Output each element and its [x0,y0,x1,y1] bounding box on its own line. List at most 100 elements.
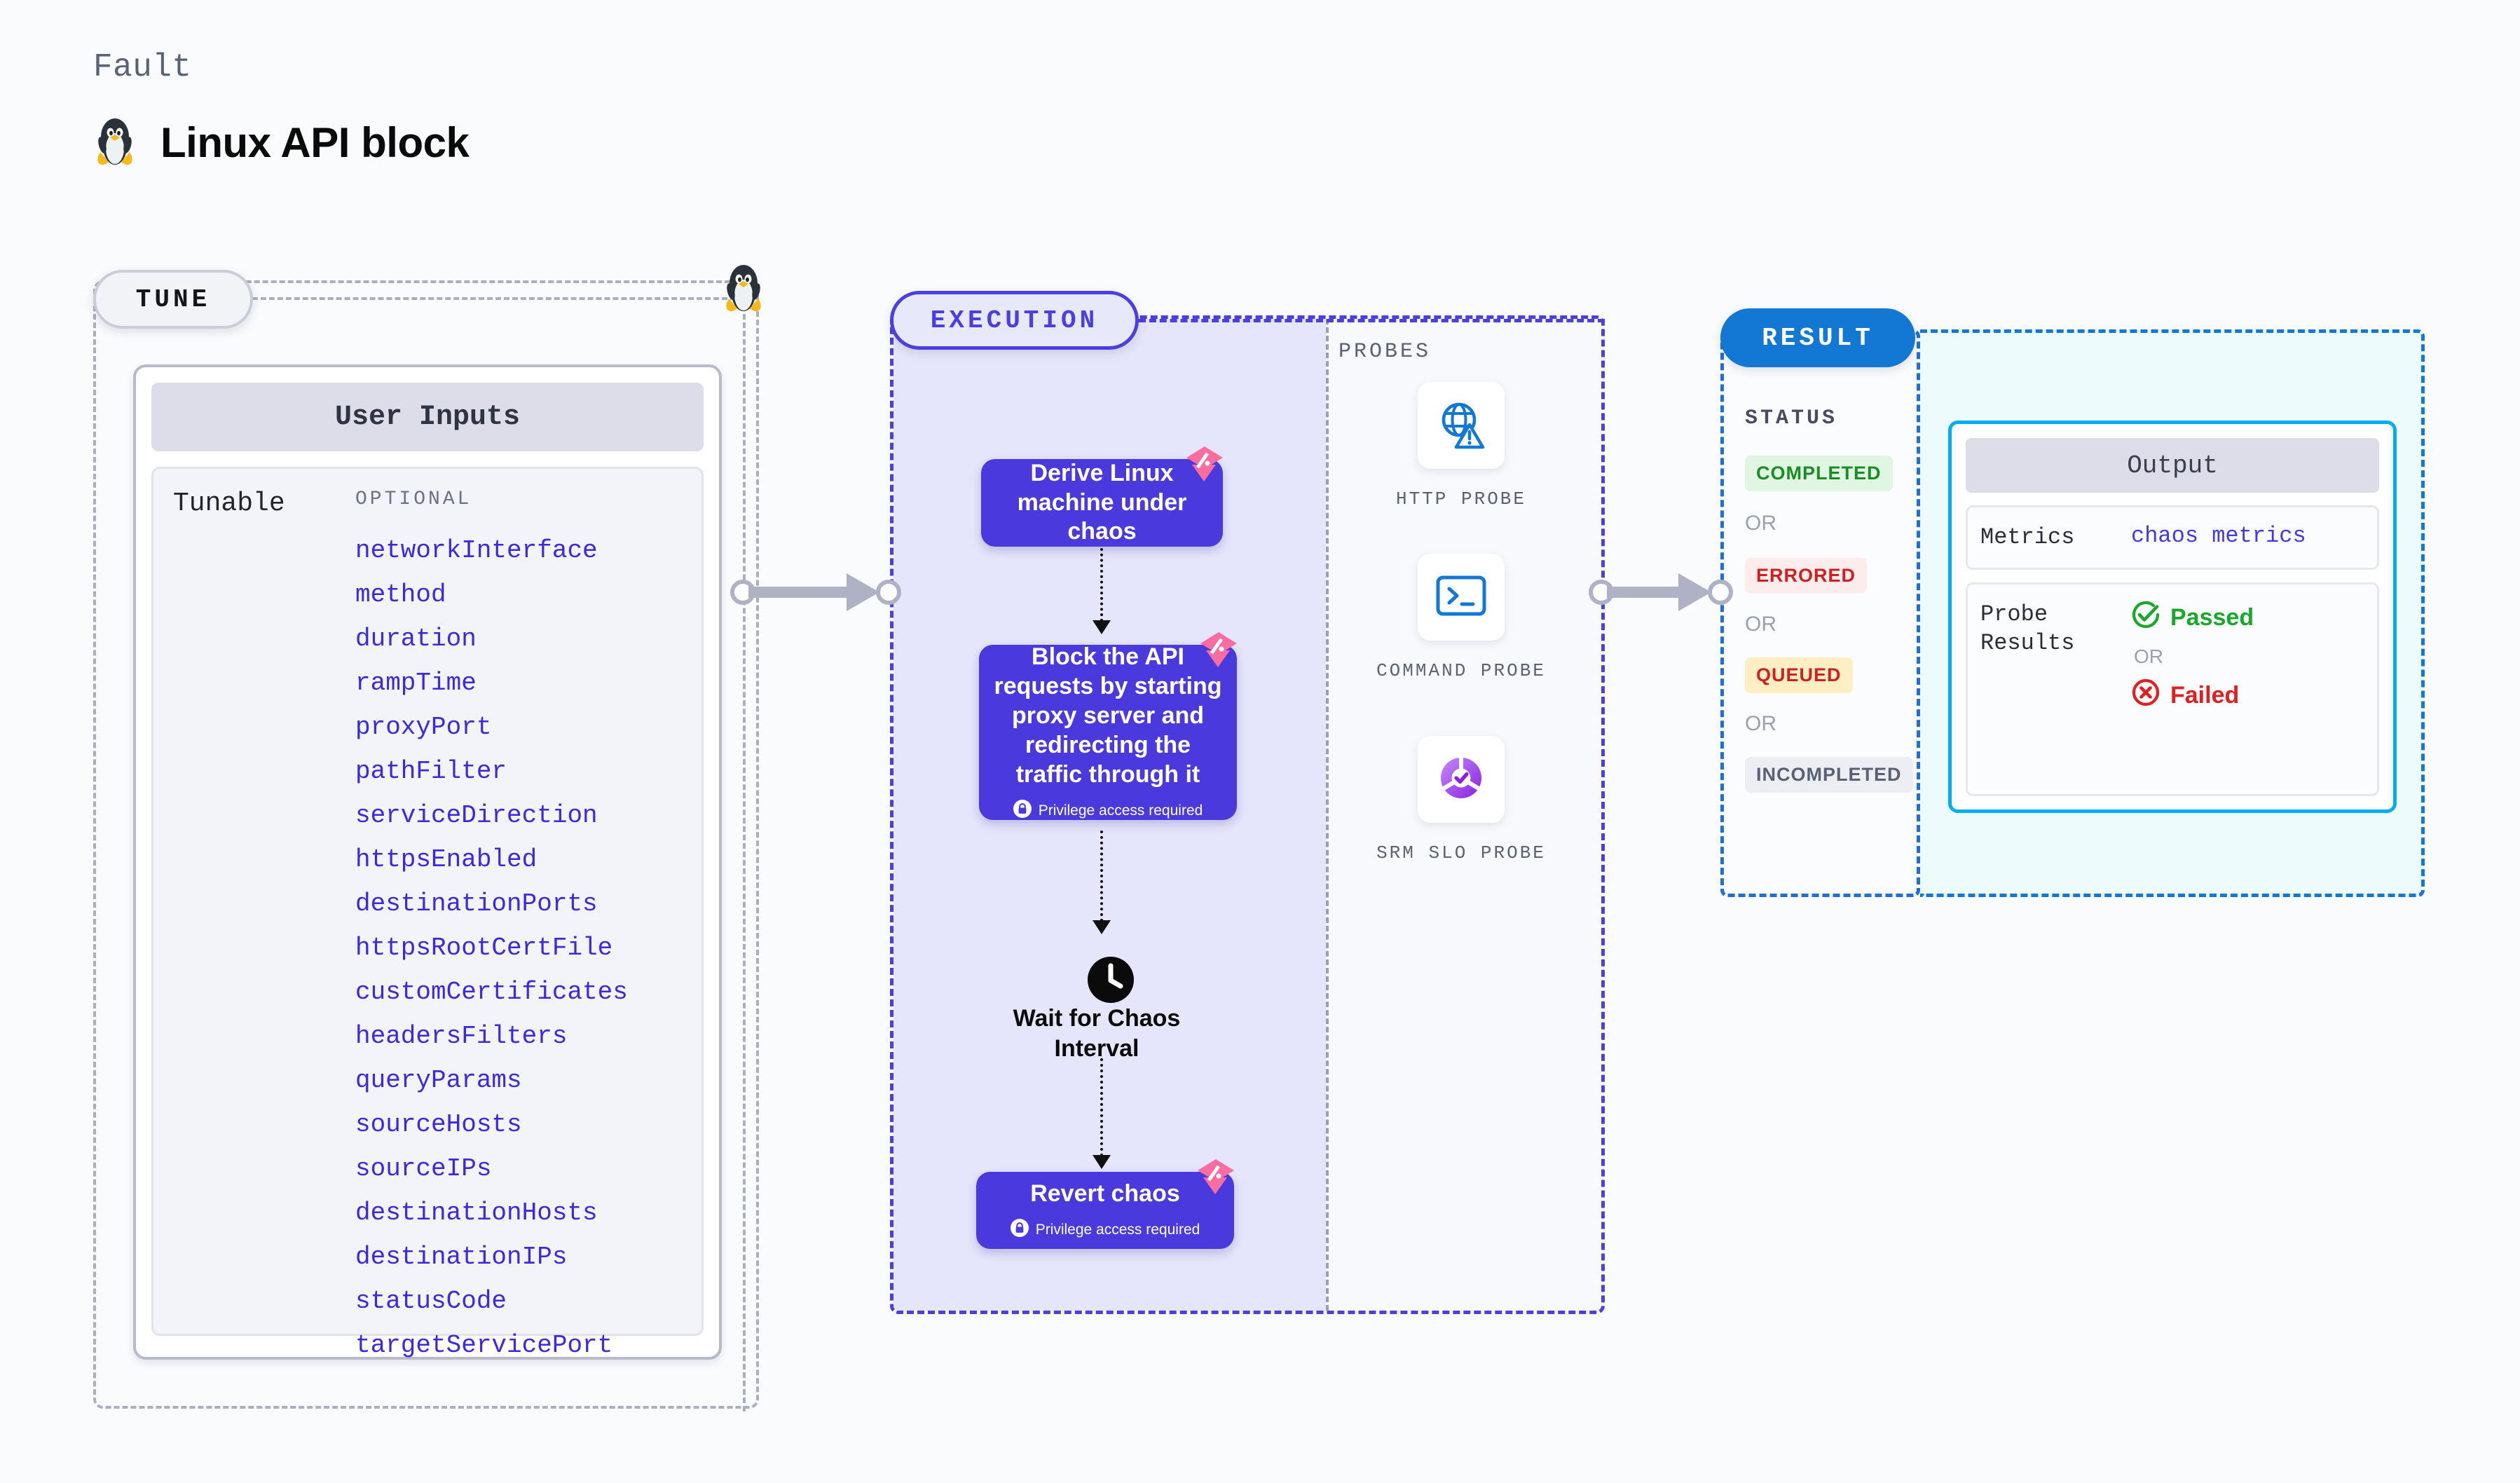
status-or-2: OR [1745,613,1776,636]
param-item[interactable]: destinationIPs [355,1243,568,1271]
user-inputs-body: Tunable OPTIONAL networkInterface method d… [151,467,704,1358]
failed-label: Failed [2170,681,2240,709]
execution-dash-horizontal [1139,319,1605,322]
terminal-icon [1435,573,1487,622]
output-card: Output Metrics chaos metrics Probe Resul… [1948,421,2397,813]
param-item[interactable]: queryParams [355,1066,522,1095]
output-metrics-row: Metrics chaos metrics [1966,505,2379,570]
probe-command[interactable]: COMMAND PROBE [1370,554,1552,683]
privilege-badge: Privilege access required [1010,1218,1200,1241]
tune-zone [93,280,759,1409]
status-badge-incompleted: INCOMPLETED [1745,757,1913,793]
execution-node-block-api[interactable]: Block the API requests by starting proxy… [979,632,1237,822]
status-or-1: OR [1745,512,1776,535]
tune-to-execution-arrow [730,573,901,611]
page-kicker: Fault [93,49,192,86]
param-item[interactable]: httpsEnabled [355,845,537,874]
wait-for-chaos-interval-label: Wait for Chaos Interval [1013,1005,1181,1062]
probe-result-passed: Passed [2131,600,2254,636]
metrics-value[interactable]: chaos metrics [2131,523,2306,549]
param-item[interactable]: proxyPort [355,713,492,742]
param-item[interactable]: rampTime [355,669,477,697]
metrics-key: Metrics [1980,524,2075,550]
connector-3-arrowhead [1093,1155,1111,1169]
tunable-group-label: Tunable [173,488,285,519]
clock-icon [1086,955,1136,1009]
param-item[interactable]: httpsRootCertFile [355,934,613,962]
ribbon-chaos-icon [1184,444,1224,484]
privilege-label: Privilege access required [1038,802,1203,819]
tune-pill-label: TUNE [135,285,211,314]
lock-icon [1013,799,1032,822]
execution-node-derive[interactable]: Derive Linux machine under chaos [981,446,1223,547]
probe-label: SRM SLO PROBE [1376,842,1546,863]
result-pill-label: RESULT [1762,323,1874,353]
status-label: COMPLETED [1756,463,1882,484]
param-item[interactable]: destinationHosts [355,1198,598,1227]
execution-node-label: Block the API requests by starting proxy… [994,643,1222,788]
privilege-label: Privilege access required [1035,1221,1200,1238]
probe-label: COMMAND PROBE [1376,660,1546,681]
execution-node-label: Derive Linux machine under chaos [1017,459,1187,545]
tune-dash-vertical [743,297,746,1412]
param-item[interactable]: statusCode [355,1287,507,1315]
ribbon-chaos-icon [1195,1156,1235,1197]
param-item[interactable]: targetServicePort [355,1331,613,1360]
slo-donut-check-icon [1435,752,1487,807]
probe-results-key: Probe Results [1980,601,2075,657]
param-item[interactable]: destinationPorts [355,889,598,918]
param-item[interactable]: sourceHosts [355,1110,522,1139]
optional-label: OPTIONAL [355,488,472,510]
connector-1 [1100,548,1103,622]
globe-warning-icon [1435,398,1487,453]
probe-results-values: Passed OR Failed [2131,600,2254,779]
user-inputs-card: User Inputs Tunable OPTIONAL networkInte… [133,364,722,1360]
param-item[interactable]: sourceIPs [355,1154,492,1183]
probes-title: PROBES [1338,340,1432,364]
param-item[interactable]: customCertificates [355,978,628,1006]
ribbon-chaos-icon [1198,629,1238,670]
param-item[interactable]: serviceDirection [355,801,598,830]
probe-srm-slo[interactable]: SRM SLO PROBE [1370,736,1552,866]
param-list: networkInterface method duration rampTime pr… [355,538,701,1358]
connector-2 [1100,831,1103,922]
tune-pill[interactable]: TUNE [93,270,253,329]
page-title: Linux API block [160,118,470,166]
probe-result-failed: Failed [2131,678,2254,713]
check-circle-icon [2131,600,2161,636]
param-item[interactable]: pathFilter [355,757,507,786]
execution-pill-label: EXECUTION [930,306,1099,335]
result-zone [1720,329,1920,897]
param-item[interactable]: headersFilters [355,1022,568,1051]
probe-result-or: OR [2134,645,2163,667]
connector-2-arrowhead [1093,920,1111,934]
linux-penguin-icon [93,116,137,169]
status-badge-completed: COMPLETED [1745,456,1893,491]
status-label: QUEUED [1756,664,1842,685]
probe-tile [1418,736,1505,823]
status-title: STATUS [1745,406,1838,430]
execution-pill[interactable]: EXECUTION [890,291,1139,350]
param-item[interactable]: duration [355,624,477,653]
output-probe-results-row: Probe Results Passed OR [1966,582,2379,796]
linux-penguin-marker-icon [722,262,765,319]
execution-node-label: Revert chaos [1030,1180,1180,1208]
status-or-3: OR [1745,712,1776,735]
tune-dash-horizontal [252,297,736,300]
status-badge-queued: QUEUED [1745,657,1853,693]
execution-to-result-arrow [1589,573,1733,611]
probe-http[interactable]: HTTP PROBE [1370,382,1552,512]
x-circle-icon [2131,678,2161,713]
connector-3 [1100,1058,1103,1156]
param-item[interactable]: method [355,580,446,609]
execution-node-revert[interactable]: Revert chaos Privilege access required [976,1159,1234,1249]
status-badge-errored: ERRORED [1745,558,1868,594]
param-item[interactable]: networkInterface [355,536,598,565]
probe-tile [1418,554,1505,641]
optional-params-column: OPTIONAL networkInterface method duration r… [355,488,701,1358]
output-title: Output [1966,438,2379,493]
result-pill[interactable]: RESULT [1720,308,1915,367]
passed-label: Passed [2170,603,2254,631]
page-title-row: Linux API block [93,116,470,169]
status-label: ERRORED [1756,565,1856,586]
